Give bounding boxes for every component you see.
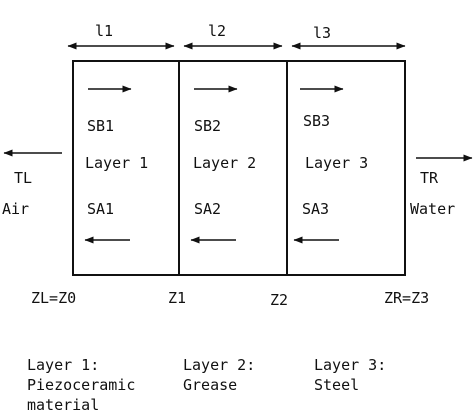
layer-2-name: Layer 2: [193, 154, 256, 172]
legend-3-line1: Steel: [314, 376, 359, 394]
z-label-3: ZR=Z3: [384, 289, 429, 307]
layer-3-sb: SB3: [303, 112, 330, 130]
thickness-label-3: l3: [313, 24, 331, 42]
left-medium-label: Air: [2, 200, 29, 218]
layer-3-name: Layer 3: [305, 154, 368, 172]
legend-2-title: Layer 2:: [183, 356, 255, 374]
right-medium-label: Water: [410, 200, 455, 218]
legend-1-title: Layer 1:: [27, 356, 99, 374]
right-wave-label: TR: [420, 169, 439, 187]
layer-2-sa: SA2: [194, 200, 221, 218]
layer-3-sa: SA3: [302, 200, 329, 218]
z-label-2: Z2: [270, 291, 288, 309]
left-wave-label: TL: [14, 169, 32, 187]
layer-stack-outline: [72, 60, 406, 276]
thickness-label-1: l1: [95, 22, 113, 40]
layer-1-sb: SB1: [87, 117, 114, 135]
legend-1-line2: material: [27, 396, 99, 412]
legend-3-title: Layer 3:: [314, 356, 386, 374]
z-label-0: ZL=Z0: [31, 289, 76, 307]
thickness-label-2: l2: [208, 22, 226, 40]
legend-2-line1: Grease: [183, 376, 237, 394]
layer-2-sb: SB2: [194, 117, 221, 135]
legend-1-line1: Piezoceramic: [27, 376, 135, 394]
z-label-1: Z1: [168, 289, 186, 307]
layer-1-sa: SA1: [87, 200, 114, 218]
layer-1-name: Layer 1: [85, 154, 148, 172]
